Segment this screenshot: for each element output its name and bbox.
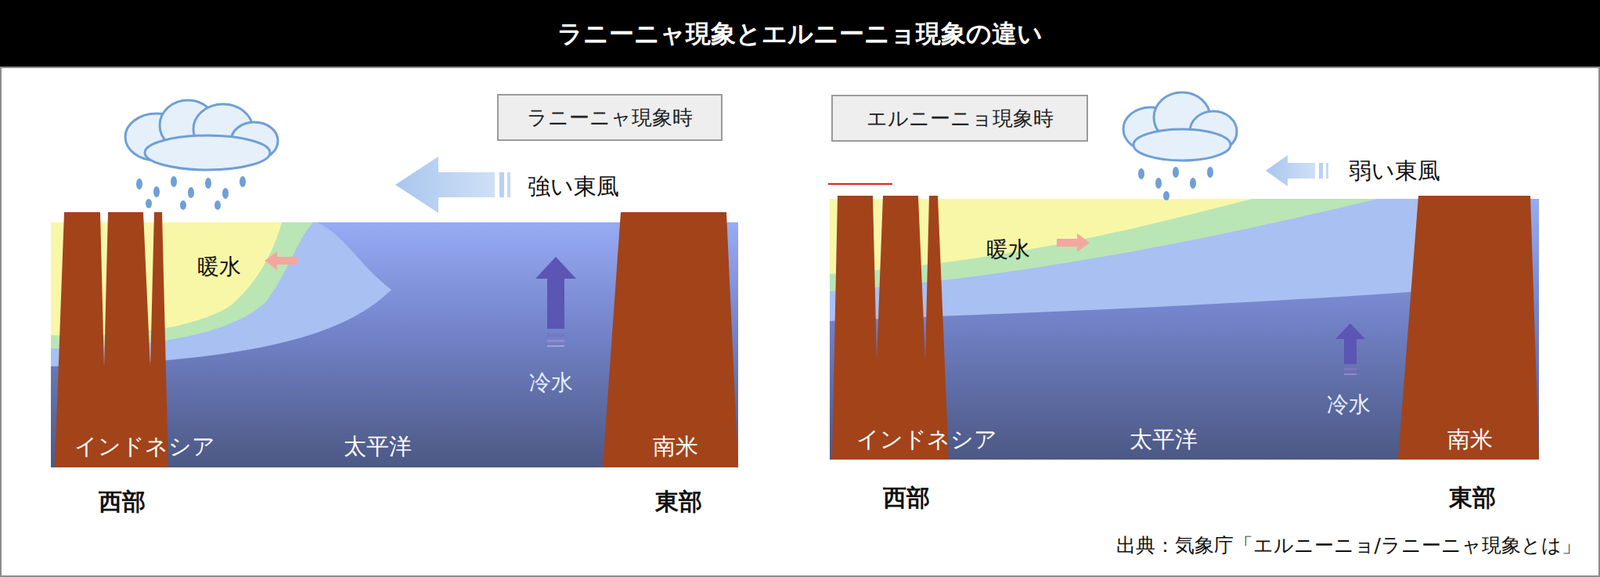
direction-label: 西部 [98,488,146,516]
phase-label: エルニーニョ現象時 [866,104,1054,133]
source-caption: 出典：気象庁「エルニーニョ/ラニーニャ現象とは」 [1116,534,1582,558]
ocean-label: 太平洋 [1129,426,1198,453]
region-label: インドネシア [74,433,216,460]
region-label: 南米 [1447,426,1493,453]
ocean-label: 太平洋 [343,433,412,460]
region-label: インドネシア [856,426,998,453]
warm-water-label: 暖水 [197,254,242,280]
wind-label: 弱い東風 [1348,158,1441,184]
direction-label: 東部 [655,488,703,516]
phase-label-box: ラニーニャ現象時 [497,93,723,141]
phase-label-box: エルニーニョ現象時 [831,94,1089,142]
direction-label: 西部 [882,484,930,512]
direction-label: 東部 [1448,484,1496,512]
region-label: 南米 [652,433,699,460]
warm-water-label: 暖水 [986,237,1031,263]
cold-water-label: 冷水 [1326,392,1371,418]
wind-label: 強い東風 [527,173,620,200]
title-text: ラニーニャ現象とエルニーニョ現象の違い [557,19,1043,49]
cold-water-label: 冷水 [529,370,573,396]
phase-label: ラニーニャ現象時 [526,104,693,132]
